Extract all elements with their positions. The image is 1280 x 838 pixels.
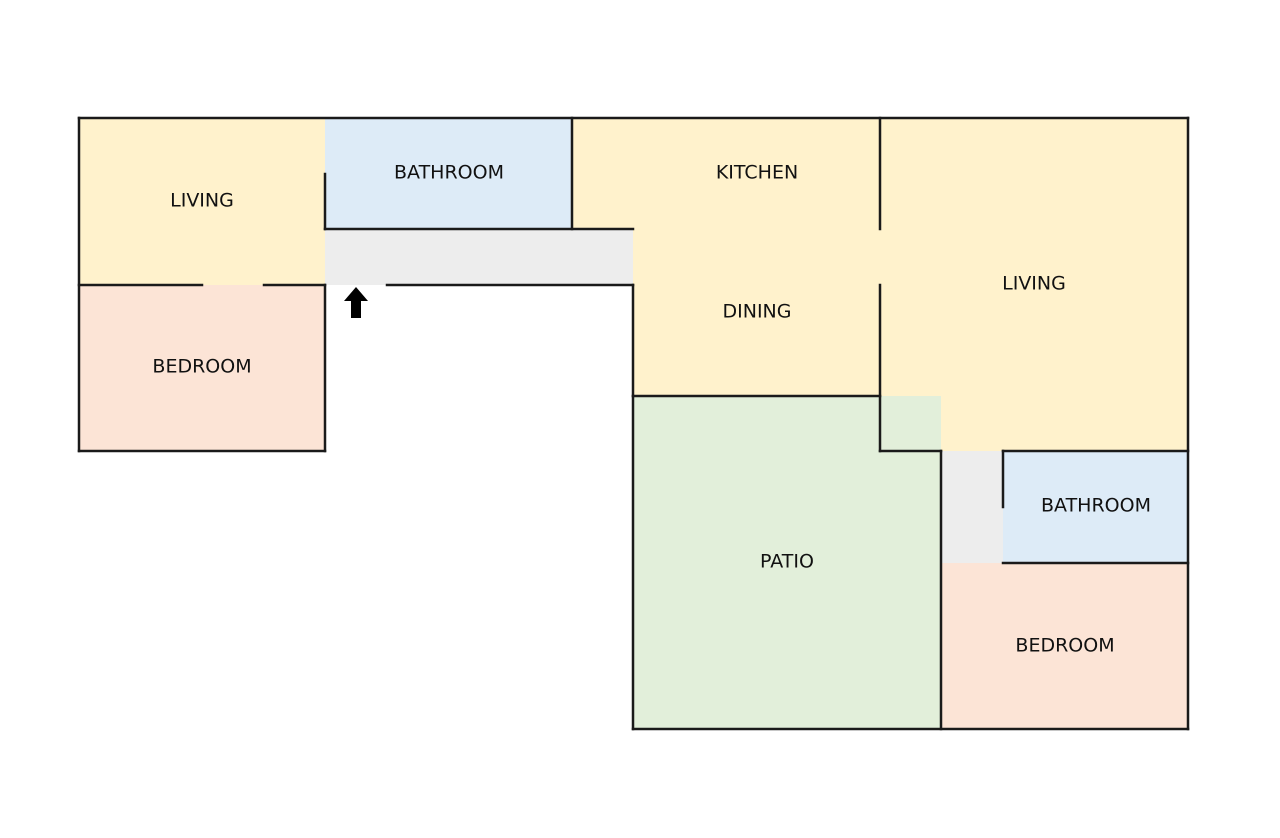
room-living-east xyxy=(880,118,1188,451)
room-bedroom-south xyxy=(941,563,1188,729)
walls xyxy=(77,116,1190,731)
room-label-bathroom-south: BATHROOM xyxy=(1041,495,1151,517)
room-living-west xyxy=(79,118,325,285)
room-bathroom-south xyxy=(1003,451,1188,563)
room-label-bathroom-north: BATHROOM xyxy=(394,162,504,184)
room-label-living-west: LIVING xyxy=(170,190,234,212)
arrow-up-icon xyxy=(344,287,368,318)
room-label-patio: PATIO xyxy=(760,551,814,573)
room-label-bedroom-west: BEDROOM xyxy=(152,356,251,378)
room-label-bedroom-south: BEDROOM xyxy=(1015,635,1114,657)
hallway-north xyxy=(325,229,633,285)
room-label-living-east: LIVING xyxy=(1002,273,1066,295)
room-bathroom-north xyxy=(325,118,572,229)
room-label-kitchen: KITCHEN xyxy=(716,162,798,184)
room-kitchen-dining xyxy=(572,118,880,396)
hallway-east xyxy=(941,451,1003,563)
room-label-dining: DINING xyxy=(723,301,792,323)
room-bedroom-west xyxy=(79,285,325,451)
